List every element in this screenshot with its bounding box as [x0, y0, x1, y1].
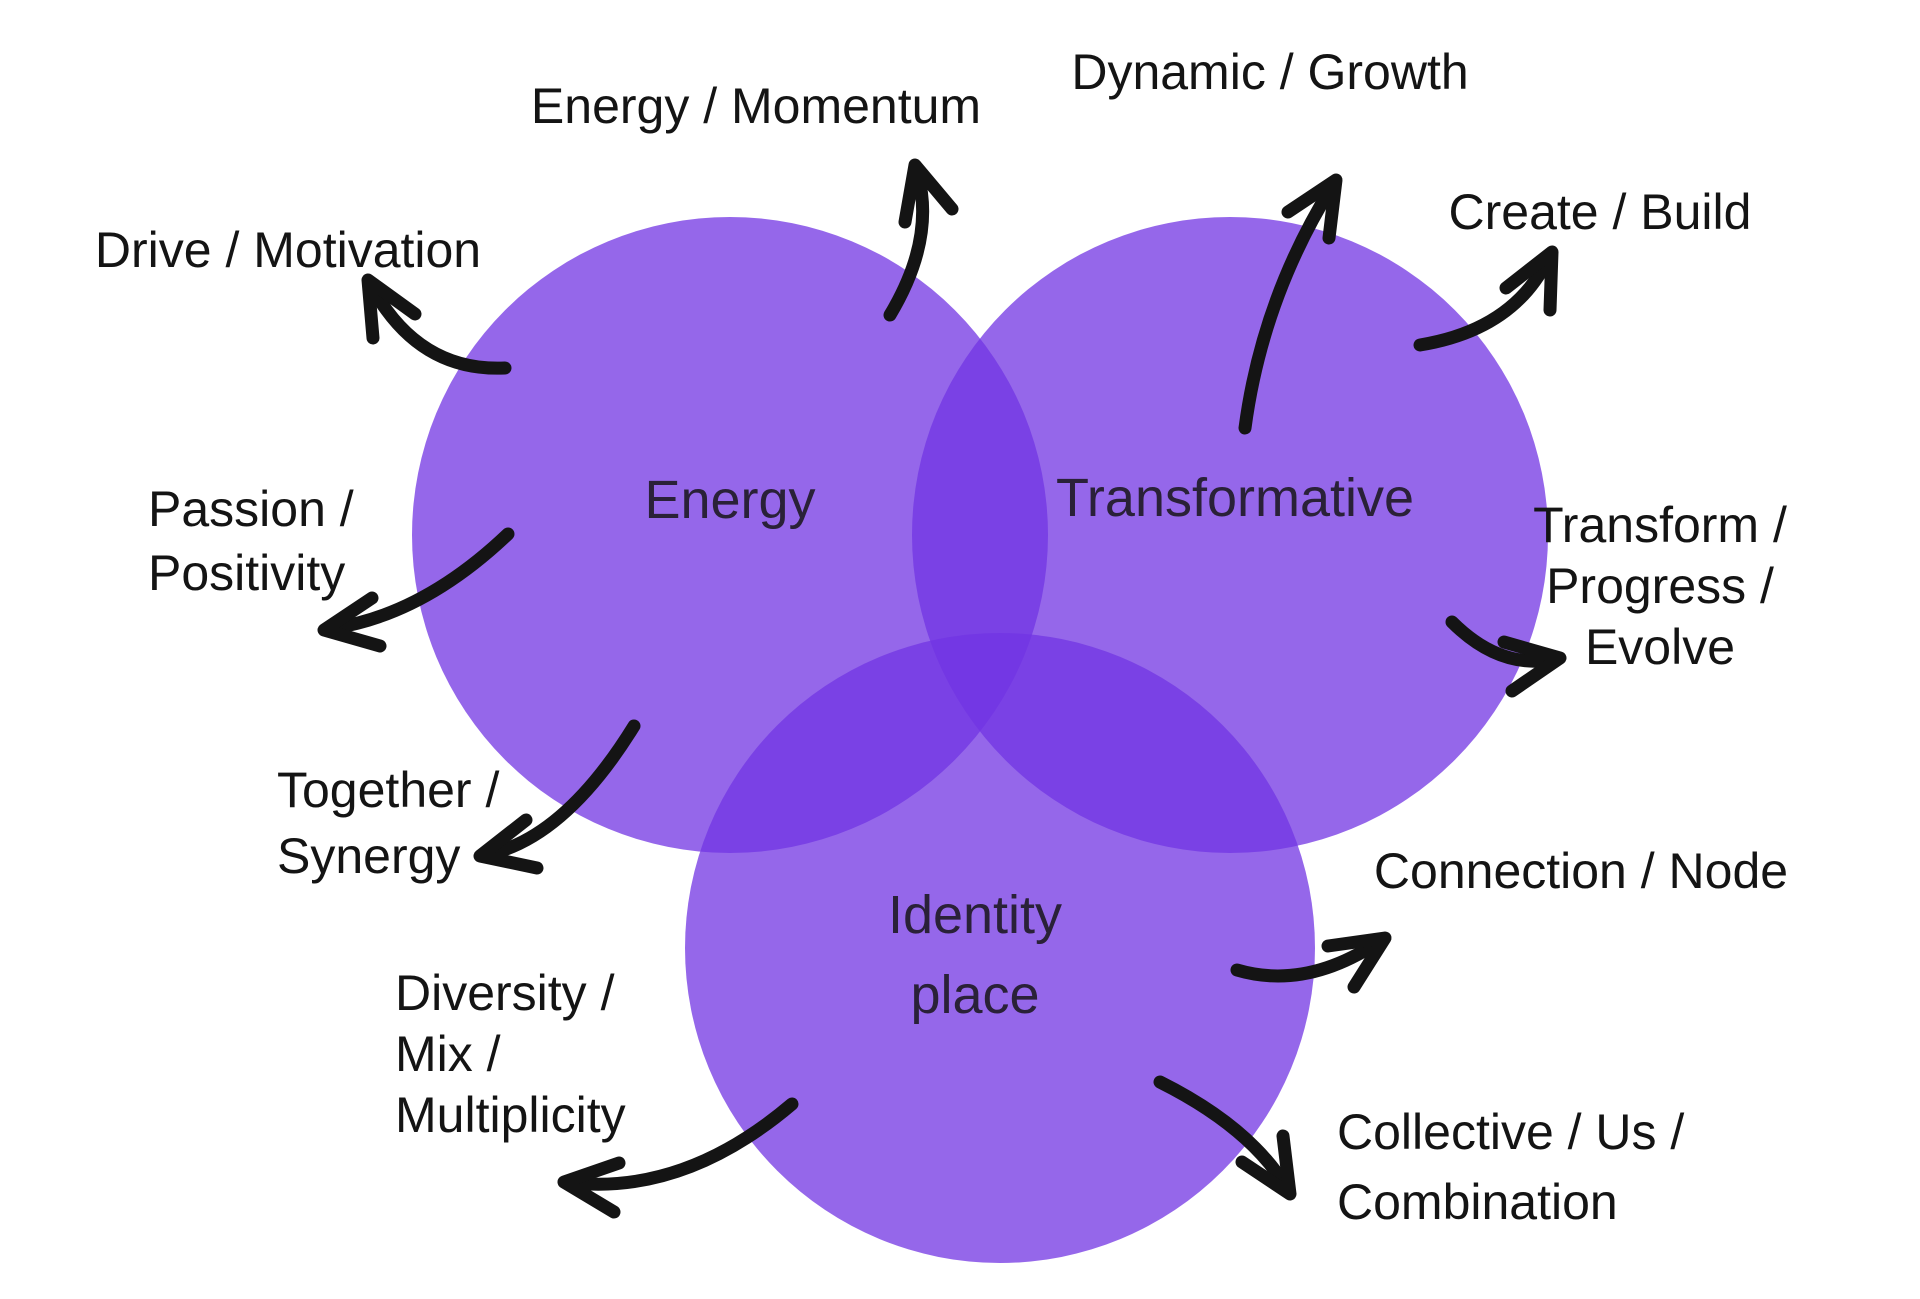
annotation-line: Synergy [277, 828, 461, 884]
energy-circle-label: Energy [644, 470, 816, 530]
annotation-diversity-mix-multiplicity: Diversity / Mix / Multiplicity [395, 963, 626, 1146]
identity-label-line-1: Identity [887, 885, 1063, 945]
annotation-connection-node: Connection / Node [1373, 843, 1789, 899]
annotation-line: Transform / [1533, 497, 1787, 553]
annotation-line: Mix / [395, 1026, 501, 1082]
identity-place-circle-label: Identity place [888, 875, 1062, 1035]
annotation-line: Positivity [148, 545, 346, 601]
annotation-drive-motivation: Drive / Motivation [94, 222, 482, 278]
annotation-line: Combination [1337, 1174, 1618, 1230]
transformative-circle-label: Transformative [1055, 468, 1415, 528]
annotation-line: Collective / Us / [1337, 1104, 1685, 1160]
annotation-passion-positivity: Passion / Positivity [148, 477, 354, 605]
annotation-line: Passion / [148, 481, 354, 537]
annotation-energy-momentum: Energy / Momentum [530, 78, 982, 134]
annotation-line: Multiplicity [395, 1087, 626, 1143]
annotation-together-synergy: Together / Synergy [277, 757, 499, 889]
annotation-line: Progress / [1546, 558, 1774, 614]
identity-label-line-2: place [910, 965, 1040, 1025]
annotation-line: Together / [277, 762, 500, 818]
annotation-create-build: Create / Build [1448, 184, 1752, 240]
annotation-line: Diversity / [395, 965, 615, 1021]
annotation-dynamic-growth: Dynamic / Growth [1071, 44, 1469, 100]
annotation-line: Evolve [1584, 619, 1736, 675]
annotation-transform-progress-evolve: Transform / Progress / Evolve [1533, 495, 1787, 678]
annotation-collective-us-combination: Collective / Us / Combination [1337, 1097, 1684, 1237]
